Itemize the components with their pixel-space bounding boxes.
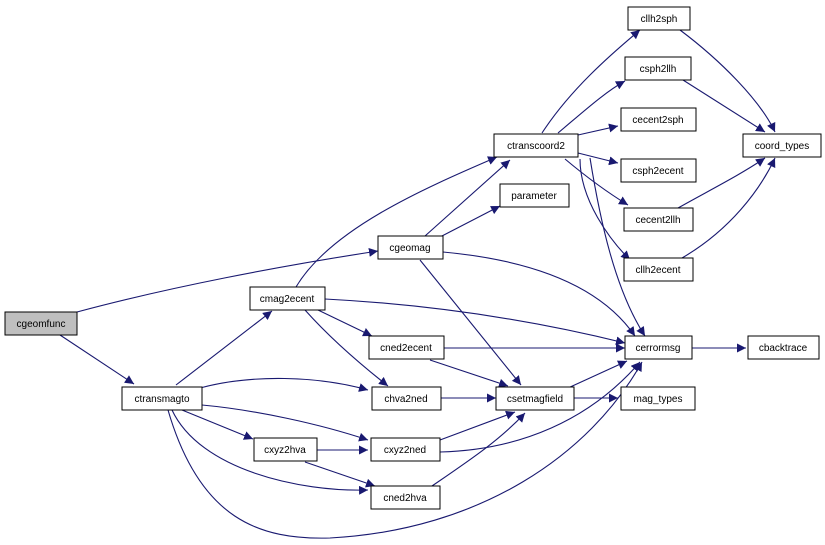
node-label: cbacktrace [759,343,808,354]
edge-cxyz2hva-cned2hva [304,461,376,488]
node-cerrormsg[interactable]: cerrormsg [624,335,693,360]
node-cecent2sph[interactable]: cecent2sph [620,107,697,132]
node-label: cerrormsg [635,343,680,354]
node-label: cmag2ecent [260,294,315,305]
edge-cgeomag-cerrormsg [442,251,636,337]
edge-cgeomag-ctranscoord2 [424,159,511,237]
node-label: cecent2llh [635,215,680,226]
node-label: csph2llh [640,64,677,75]
node-cllh2ecent[interactable]: cllh2ecent [623,257,694,282]
edge-cgeomfunc-ctransmagto [59,334,135,385]
edge-cgeomag-parameter [439,205,501,238]
edges [59,29,776,539]
node-csetmagfield[interactable]: csetmagfield [495,386,575,411]
edge-cecent2llh-coord_types [677,157,766,209]
edge-ctransmagto-cmag2ecent [175,310,273,386]
edge-ctransmagto-chva2ned [199,377,369,392]
edge-cllh2sph-coord_types [679,29,776,133]
node-label: cxyz2ned [384,445,426,456]
edge-cned2hva-csetmagfield [431,412,526,487]
node-ctranscoord2[interactable]: ctranscoord2 [493,133,579,158]
node-label: ctransmagto [134,394,189,405]
edge-csetmagfield-cerrormsg [567,360,628,389]
node-cmag2ecent[interactable]: cmag2ecent [249,286,326,311]
edge-cgeomfunc-cgeomag [76,247,379,313]
edge-cgeomag-csetmagfield [419,259,522,386]
edge-cmag2ecent-ctranscoord2 [295,156,498,288]
node-cxyz2ned[interactable]: cxyz2ned [370,437,441,462]
edge-cmag2ecent-chva2ned [304,309,389,387]
node-label: cecent2sph [632,115,683,126]
node-label: ctranscoord2 [507,141,565,152]
edge-ctranscoord2-cllh2ecent [579,158,631,261]
nodes: cgeomfunc ctransmagto cmag2ecent cgeomag… [4,6,822,510]
node-csph2ecent[interactable]: csph2ecent [620,158,697,183]
edge-cmag2ecent-cerrormsg [324,298,626,346]
edge-ctranscoord2-cerrormsg [589,157,646,337]
edge-cxyz2ned-csetmagfield [439,410,516,441]
node-label: cned2hva [383,493,427,504]
node-label: cned2ecent [380,343,432,354]
node-label: cllh2ecent [635,265,680,276]
node-cxyz2hva[interactable]: cxyz2hva [253,437,318,462]
node-csph2llh[interactable]: csph2llh [624,56,692,81]
node-cned2hva[interactable]: cned2hva [370,485,441,510]
edge-cllh2ecent-coord_types [681,157,776,259]
node-label: cgeomag [389,243,430,254]
node-label: mag_types [634,394,683,405]
node-label: cxyz2hva [264,445,306,456]
edge-ctranscoord2-cllh2sph [541,29,641,134]
node-label: cgeomfunc [17,319,66,330]
node-label: csetmagfield [507,394,563,405]
node-label: parameter [511,191,557,202]
edge-ctransmagto-cerrormsg [167,361,643,539]
edge-cxyz2ned-cerrormsg [439,361,641,453]
node-label: chva2ned [384,394,427,405]
node-label: coord_types [755,141,809,152]
node-cllh2sph[interactable]: cllh2sph [627,6,691,31]
node-cecent2llh[interactable]: cecent2llh [623,207,694,232]
edge-cned2ecent-csetmagfield [429,359,509,388]
node-label: cllh2sph [641,14,678,25]
edge-ctransmagto-cxyz2ned [201,404,369,442]
node-mag_types[interactable]: mag_types [620,386,696,411]
node-cned2ecent[interactable]: cned2ecent [368,335,445,360]
node-label: csph2ecent [632,166,683,177]
node-chva2ned[interactable]: chva2ned [371,386,442,411]
edge-ctranscoord2-cecent2llh [564,158,629,206]
node-cgeomag[interactable]: cgeomag [377,235,444,260]
edge-ctranscoord2-csph2llh [557,80,626,134]
edge-ctranscoord2-cecent2sph [577,123,619,136]
node-coord_types[interactable]: coord_types [742,133,822,158]
edge-ctranscoord2-csph2ecent [577,152,619,166]
node-cgeomfunc[interactable]: cgeomfunc [4,311,78,336]
node-ctransmagto[interactable]: ctransmagto [121,386,203,411]
edge-csph2llh-coord_types [682,79,766,133]
node-parameter[interactable]: parameter [499,183,570,208]
node-cbacktrace[interactable]: cbacktrace [747,335,820,360]
edge-ctransmagto-cxyz2hva [181,409,254,440]
edge-cmag2ecent-cned2ecent [317,309,373,337]
edge-ctransmagto-cned2hva [171,409,369,495]
